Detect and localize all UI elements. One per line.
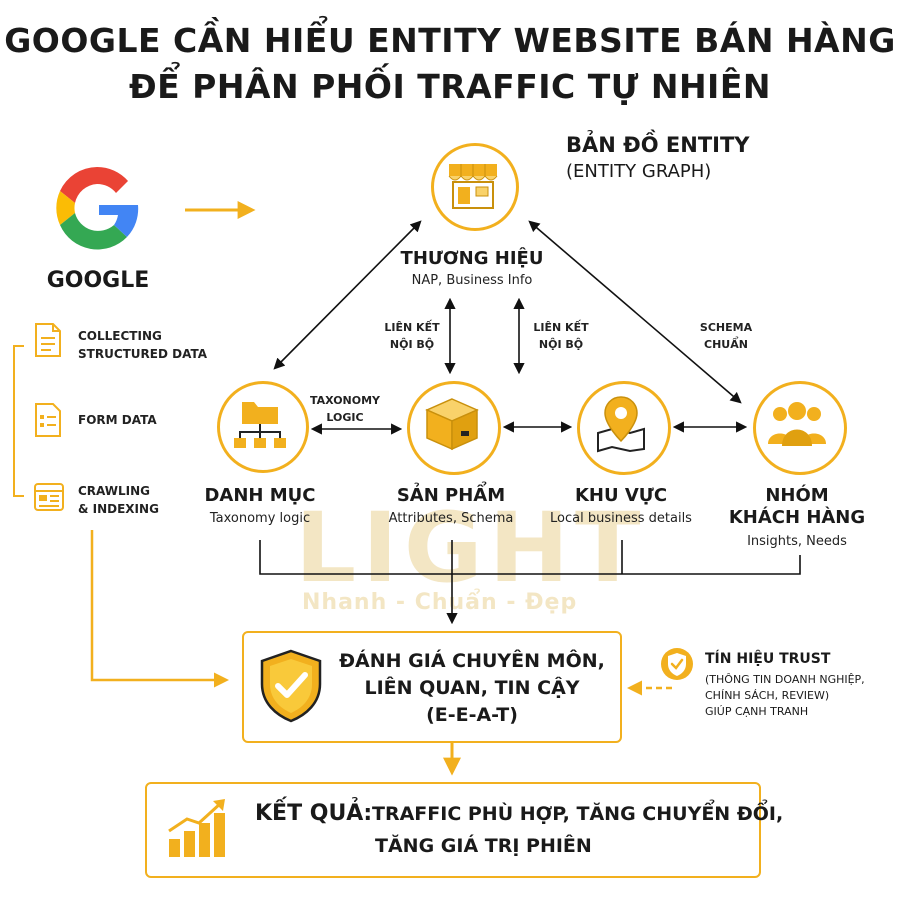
- google-logo-icon: [44, 155, 150, 261]
- browser-icon: [33, 482, 65, 512]
- result-line1: TRAFFIC PHÙ HỢP, TĂNG CHUYỂN ĐỔI,: [372, 803, 784, 825]
- users-icon: [766, 400, 828, 450]
- result-label: KẾT QUẢ:: [255, 801, 373, 826]
- watermark-tagline: Nhanh - Chuẩn - Đẹp: [302, 590, 578, 615]
- customers-node: [753, 381, 847, 475]
- sources-bracket: [13, 345, 24, 497]
- edge-brand-category: [273, 220, 422, 370]
- document-icon: [34, 322, 62, 358]
- map-pin-icon: [592, 393, 650, 453]
- category-subtitle: Taxonomy logic: [209, 511, 311, 526]
- trust-details: (THÔNG TIN DOANH NGHIỆP,CHÍNH SÁCH, REVI…: [705, 673, 865, 718]
- nodes-bracket: [259, 540, 801, 575]
- box-icon: [423, 395, 481, 453]
- page-title-line1: GOOGLE CẦN HIỂU ENTITY WEBSITE BÁN HÀNG: [4, 21, 896, 60]
- folder-tree-icon: [232, 398, 288, 452]
- category-title: DANH MỤC: [204, 485, 316, 506]
- region-subtitle: Local business details: [550, 511, 692, 526]
- form-icon: [34, 402, 62, 438]
- arrow-crawl-to-eeat: [90, 530, 229, 688]
- growth-chart-icon: [165, 795, 231, 861]
- source-crawling: CRAWLING& INDEXING: [78, 484, 159, 516]
- result-box: [145, 782, 761, 878]
- brand-subtitle: NAP, Business Info: [411, 273, 533, 288]
- product-title: SẢN PHẨM: [396, 485, 506, 506]
- google-label: GOOGLE: [46, 268, 150, 293]
- shield-check-icon: [258, 648, 324, 724]
- entity-map-title: BẢN ĐỒ ENTITY: [566, 133, 750, 157]
- region-title: KHU VỰC: [574, 485, 668, 506]
- shield-badge-icon: [659, 646, 695, 682]
- category-node: [217, 381, 309, 473]
- brand-title: THƯƠNG HIỆU: [400, 248, 544, 269]
- product-subtitle: Attributes, Schema: [388, 511, 514, 526]
- page-title-line2: ĐỂ PHÂN PHỐI TRAFFIC TỰ NHIÊN: [128, 67, 772, 106]
- result-line2: TĂNG GIÁ TRỊ PHIÊN: [375, 835, 592, 857]
- customers-subtitle: Insights, Needs: [747, 534, 847, 549]
- trust-title: TÍN HIỆU TRUST: [705, 651, 831, 667]
- eeat-text: ĐÁNH GIÁ CHUYÊN MÔN,LIÊN QUAN, TIN CẬY(E…: [339, 650, 605, 726]
- watermark-text: LIGHT: [295, 492, 647, 604]
- source-form-data: FORM DATA: [78, 413, 157, 427]
- edge-brand-customers: [528, 220, 742, 404]
- entity-map-subtitle: (ENTITY GRAPH): [566, 161, 712, 182]
- store-icon: [445, 160, 501, 210]
